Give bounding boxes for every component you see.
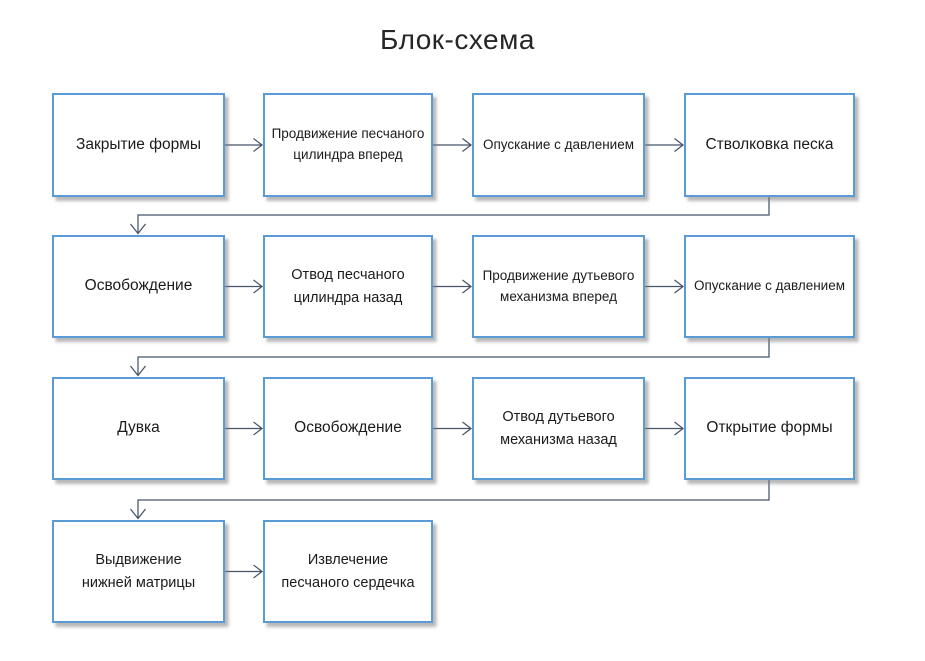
arrow-1-2 [225, 138, 264, 152]
arrow-12-13 [130, 480, 770, 520]
arrow-10-11 [433, 421, 473, 436]
arrow-9-10 [225, 421, 264, 436]
node-open-mold: Открытие формы [684, 377, 855, 480]
arrow-11-12 [645, 421, 685, 436]
node-lower-with-pressure-2: Опускание с давлением [684, 235, 855, 338]
flowchart-title: Блок-схема [380, 24, 535, 55]
node-extract-sand-core: Извлечение песчаного сердечка [263, 520, 433, 623]
node-lower-with-pressure-1: Опускание с давлением [472, 93, 645, 197]
arrow-2-3 [433, 138, 473, 152]
arrow-3-4 [645, 138, 685, 152]
node-sand-ramming: Стволковка песка [684, 93, 855, 197]
arrow-8-9 [130, 338, 770, 377]
arrow-7-8 [645, 279, 685, 294]
node-advance-blow-mechanism: Продвижение дутьевого механизма вперед [472, 235, 645, 338]
node-advance-sand-cylinder: Продвижение песчаного цилиндра вперед [263, 93, 433, 197]
node-retract-blow-mechanism: Отвод дутьевого механизма назад [472, 377, 645, 480]
arrow-5-6 [225, 279, 264, 294]
node-extend-lower-die: Выдвижение нижней матрицы [52, 520, 225, 623]
arrow-13-14 [225, 564, 264, 579]
node-close-mold: Закрытие формы [52, 93, 225, 197]
node-retract-sand-cylinder: Отвод песчаного цилиндра назад [263, 235, 433, 338]
arrow-4-5 [130, 197, 770, 235]
node-blowing: Дувка [52, 377, 225, 480]
arrow-6-7 [433, 279, 473, 294]
node-release-2: Освобождение [263, 377, 433, 480]
node-release-1: Освобождение [52, 235, 225, 338]
